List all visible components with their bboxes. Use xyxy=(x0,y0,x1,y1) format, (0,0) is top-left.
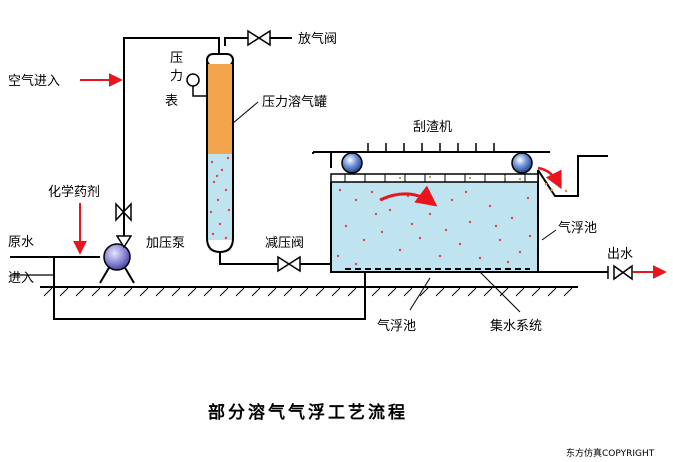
pressure-pump xyxy=(99,243,135,284)
tank-bottom-leader xyxy=(409,277,431,311)
chemical-label: 化学药剂 xyxy=(48,184,100,200)
skimmer-label: 刮渣机 xyxy=(413,120,452,135)
tank-leader xyxy=(231,101,259,125)
tank-bottom-label: 气浮池 xyxy=(377,318,416,334)
gauge-label-1: 压 xyxy=(170,51,183,66)
reducing-valve-label: 减压阀 xyxy=(265,236,304,251)
tank-right-leader xyxy=(541,229,557,241)
gauge-label-3: 表 xyxy=(165,94,178,109)
skimmer-machine xyxy=(312,143,550,183)
pressure-tank xyxy=(206,46,234,254)
check-valve-upper xyxy=(115,202,132,222)
air-inlet-label: 空气进入 xyxy=(8,73,60,89)
pump-label: 加压泵 xyxy=(146,236,185,251)
pressure-tank-label: 压力溶气罐 xyxy=(262,94,327,110)
raw-water-label-2: 进入 xyxy=(8,271,34,286)
check-valve-lower xyxy=(115,235,133,249)
pump-riser xyxy=(123,37,220,244)
vent-valve xyxy=(247,29,271,47)
flotation-tank xyxy=(330,170,539,273)
collector-label: 集水系统 xyxy=(490,318,542,334)
reducing-valve xyxy=(277,255,301,273)
outlet-valve xyxy=(613,264,633,281)
collector-leader xyxy=(479,271,521,313)
gauge-label-2: 力 xyxy=(170,69,183,84)
diagram-title: 部分溶气气浮工艺流程 xyxy=(208,402,408,423)
flow-arrow xyxy=(379,185,438,207)
copyright-text: 东方仿真COPYRIGHT xyxy=(566,447,655,459)
outlet-label: 出水 xyxy=(607,247,633,262)
froth-chute xyxy=(537,155,608,197)
vent-valve-label: 放气阀 xyxy=(298,31,337,47)
ground-line xyxy=(40,286,578,297)
pressure-gauge xyxy=(186,73,207,97)
tank-right-label: 气浮池 xyxy=(558,220,597,236)
raw-water-label-1: 原水 xyxy=(8,235,34,250)
